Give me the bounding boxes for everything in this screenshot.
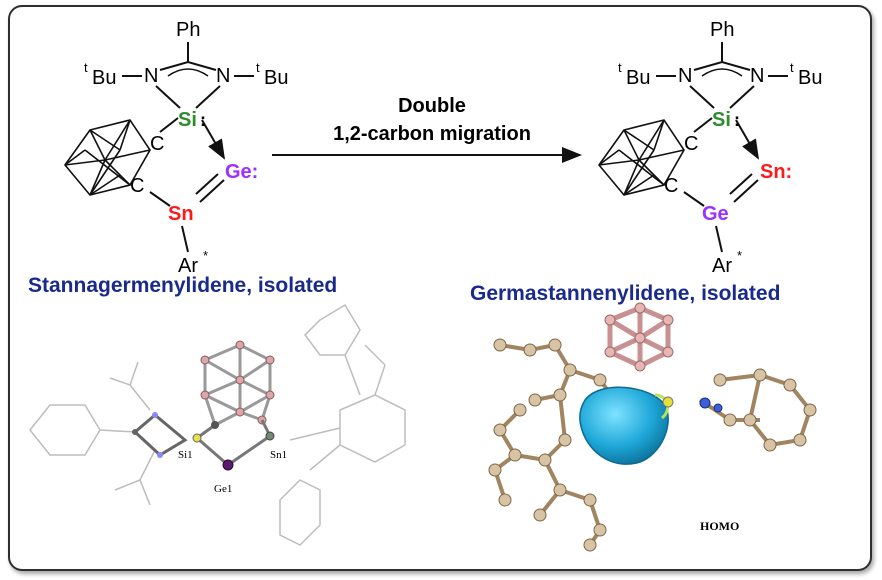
right-ar-star: * — [737, 248, 742, 263]
left-tbu2-sup: t — [256, 60, 260, 75]
right-carborane-cage — [597, 119, 685, 196]
right-tbu1-label: Bu — [626, 67, 650, 89]
left-si-label: Si — [178, 109, 197, 131]
right-c2-label: C — [664, 175, 678, 197]
si1-atom — [192, 433, 202, 443]
left-tbu1-label: Bu — [92, 67, 116, 89]
left-structure: Ph N N t Bu t Bu Si : C C Ge: — [28, 19, 337, 297]
right-tbu1-sup: t — [618, 60, 622, 75]
right-structure: Ph N N t Bu t Bu Si : C C Sn: Ge — [470, 19, 822, 305]
sn1-atom — [265, 431, 275, 441]
right-tbu2-sup: t — [790, 60, 794, 75]
left-ligand-wireframe — [29, 303, 406, 546]
left-crystal-atoms — [200, 340, 275, 425]
left-ar-star: * — [203, 248, 208, 263]
homo-label: HOMO — [700, 519, 739, 533]
right-ar-label: Ar — [712, 255, 732, 277]
sn1-label: Sn1 — [270, 449, 287, 461]
right-c1-label: C — [684, 133, 698, 155]
figure-frame — [8, 5, 872, 571]
right-caption: Germastannenylidene, isolated — [470, 282, 780, 305]
left-carborane-cage — [63, 119, 151, 196]
ge1-label: Ge1 — [214, 483, 232, 495]
left-n1-label: N — [144, 65, 158, 87]
right-n1-label: N — [678, 65, 692, 87]
left-ph-label: Ph — [176, 19, 200, 41]
right-ge-label: Ge — [702, 203, 729, 225]
left-tbu1-sup: t — [84, 60, 88, 75]
left-crystal-structure: Si1 Sn1 Ge1 — [29, 303, 406, 546]
left-ge-label: Ge: — [225, 161, 258, 183]
right-n2-label: N — [750, 65, 764, 87]
right-tbu2-label: Bu — [798, 67, 822, 89]
left-c2-label: C — [130, 175, 144, 197]
right-si-label: Si — [712, 109, 731, 131]
ge1-atom — [222, 459, 234, 471]
right-sn-label: Sn: — [760, 161, 792, 183]
arrow-label-line2: 1,2-carbon migration — [333, 123, 531, 145]
left-tbu2-label: Bu — [264, 67, 288, 89]
arrow-label-line1: Double — [398, 95, 466, 117]
left-caption: Stannagermenylidene, isolated — [28, 274, 337, 297]
homo-orbital-lobe — [579, 386, 669, 465]
right-ph-label: Ph — [710, 19, 734, 41]
left-n2-label: N — [216, 65, 230, 87]
left-ar-label: Ar — [178, 255, 198, 277]
right-homo-structure: HOMO — [488, 302, 817, 552]
si1-label: Si1 — [178, 449, 193, 461]
reaction-arrow: Double 1,2-carbon migration — [272, 95, 582, 163]
left-c1-label: C — [150, 133, 164, 155]
left-sn-label: Sn — [168, 203, 194, 225]
